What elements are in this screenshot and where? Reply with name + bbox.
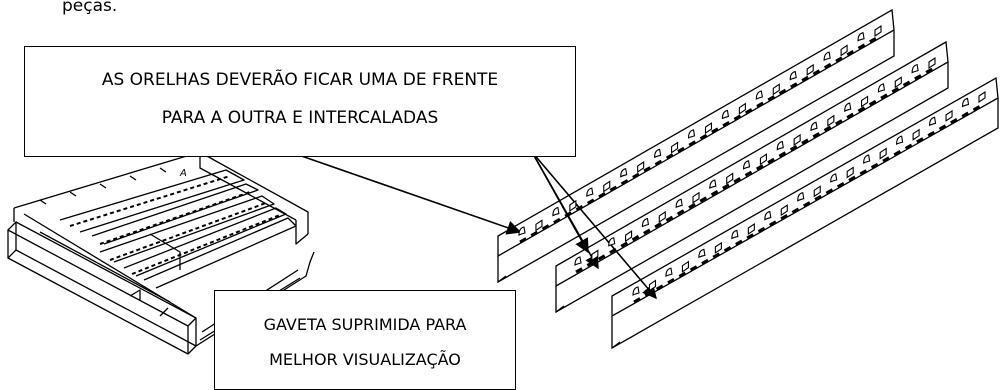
- rail-tab: [789, 70, 797, 81]
- top-text-fragment: peças.: [62, 0, 118, 16]
- rail-tab: [747, 222, 755, 236]
- callout-box-gaveta: GAVETA SUPRIMIDA PARA MELHOR VISUALIZAÇÃ…: [214, 290, 516, 390]
- arrow-to-rail-3: [531, 151, 657, 300]
- rail-tab: [874, 24, 882, 38]
- rail-tab: [625, 230, 633, 243]
- rail-tab: [929, 116, 937, 127]
- rail-tab: [671, 141, 679, 154]
- rail-tab: [665, 267, 673, 278]
- leader-to-drawer: [289, 151, 522, 235]
- rail-tab: [846, 166, 854, 179]
- rail-tab: [687, 129, 696, 139]
- rail-tab: [894, 76, 902, 89]
- rail-tab: [641, 217, 650, 228]
- rail-tab: [731, 229, 739, 240]
- arrow-to-rail-2: [531, 151, 589, 254]
- rail-tab: [830, 173, 838, 183]
- rail-tab: [518, 226, 526, 236]
- rail-tab: [911, 63, 919, 74]
- callout-bottom-line-2: MELHOR VISUALIZAÇÃO: [269, 350, 461, 369]
- callout-box-orelhas: AS ORELHAS DEVERÃO FICAR UMA DE FRENTE P…: [24, 46, 576, 157]
- rail-tab: [810, 121, 818, 132]
- rail-2-tabs: [574, 56, 936, 266]
- rail-tab: [844, 102, 852, 112]
- callout-top-line-2: PARA A OUTRA E INTERCALADAS: [161, 108, 439, 128]
- rail-tab: [755, 90, 763, 100]
- rail-tab: [877, 83, 886, 93]
- drawer-label: A: [179, 168, 187, 179]
- rail-tab: [857, 32, 865, 42]
- rail-tab: [764, 210, 772, 221]
- rail-tab: [658, 210, 666, 223]
- rail-tab: [704, 122, 713, 135]
- rail-tab: [772, 83, 780, 96]
- rail-tab: [714, 241, 722, 254]
- rail-tab: [928, 56, 936, 70]
- rail-tab: [620, 168, 628, 178]
- rail-1-tabs: [518, 24, 882, 236]
- rail-tab: [692, 191, 700, 204]
- rail-tab: [738, 102, 746, 115]
- rail-tab: [608, 237, 616, 247]
- rail-3-tabs: [632, 90, 986, 296]
- rail-tab: [654, 148, 662, 159]
- rail-tab: [912, 128, 920, 141]
- rail-tab: [632, 286, 640, 296]
- rail-tab: [827, 114, 835, 127]
- callout-top-line-1: AS ORELHAS DEVERÃO FICAR UMA DE FRENTE: [101, 70, 499, 90]
- rail-tab: [978, 90, 986, 104]
- rail-tab: [743, 160, 751, 170]
- rail-tab: [569, 199, 577, 212]
- rail-tab: [797, 192, 805, 202]
- rail-tab: [896, 135, 904, 146]
- callout-leaders: [289, 151, 657, 300]
- rail-tab: [961, 97, 970, 108]
- rail-tab: [709, 179, 717, 189]
- rail-tab: [586, 187, 594, 198]
- rail-tab: [721, 109, 730, 120]
- rail-tab: [637, 160, 645, 174]
- rail-tab: [813, 185, 821, 198]
- rail-tab: [840, 44, 848, 57]
- rail-tab: [879, 147, 887, 160]
- rail-tab: [681, 260, 689, 273]
- rail-tab: [759, 153, 767, 166]
- rail-tab: [726, 172, 734, 185]
- diagram-canvas: A: [7, 8, 999, 355]
- rail-tab: [776, 140, 784, 151]
- rail-tab: [675, 198, 683, 209]
- rail-tab: [698, 248, 706, 259]
- callout-bottom-line-1: GAVETA SUPRIMIDA PARA: [263, 315, 467, 334]
- rail-tab: [793, 133, 801, 146]
- rail-tab: [945, 109, 953, 122]
- rail-tab: [861, 95, 869, 108]
- rail-tab: [648, 279, 657, 292]
- rail-tab: [591, 249, 599, 262]
- rail-tab: [863, 154, 871, 164]
- rail-tab: [552, 206, 560, 217]
- rail-tab: [823, 51, 831, 62]
- rail-tab: [806, 63, 814, 76]
- rail-tab: [603, 180, 611, 193]
- rail-tab: [574, 256, 582, 266]
- rail-tab: [780, 204, 788, 217]
- rail-tab: [535, 219, 543, 232]
